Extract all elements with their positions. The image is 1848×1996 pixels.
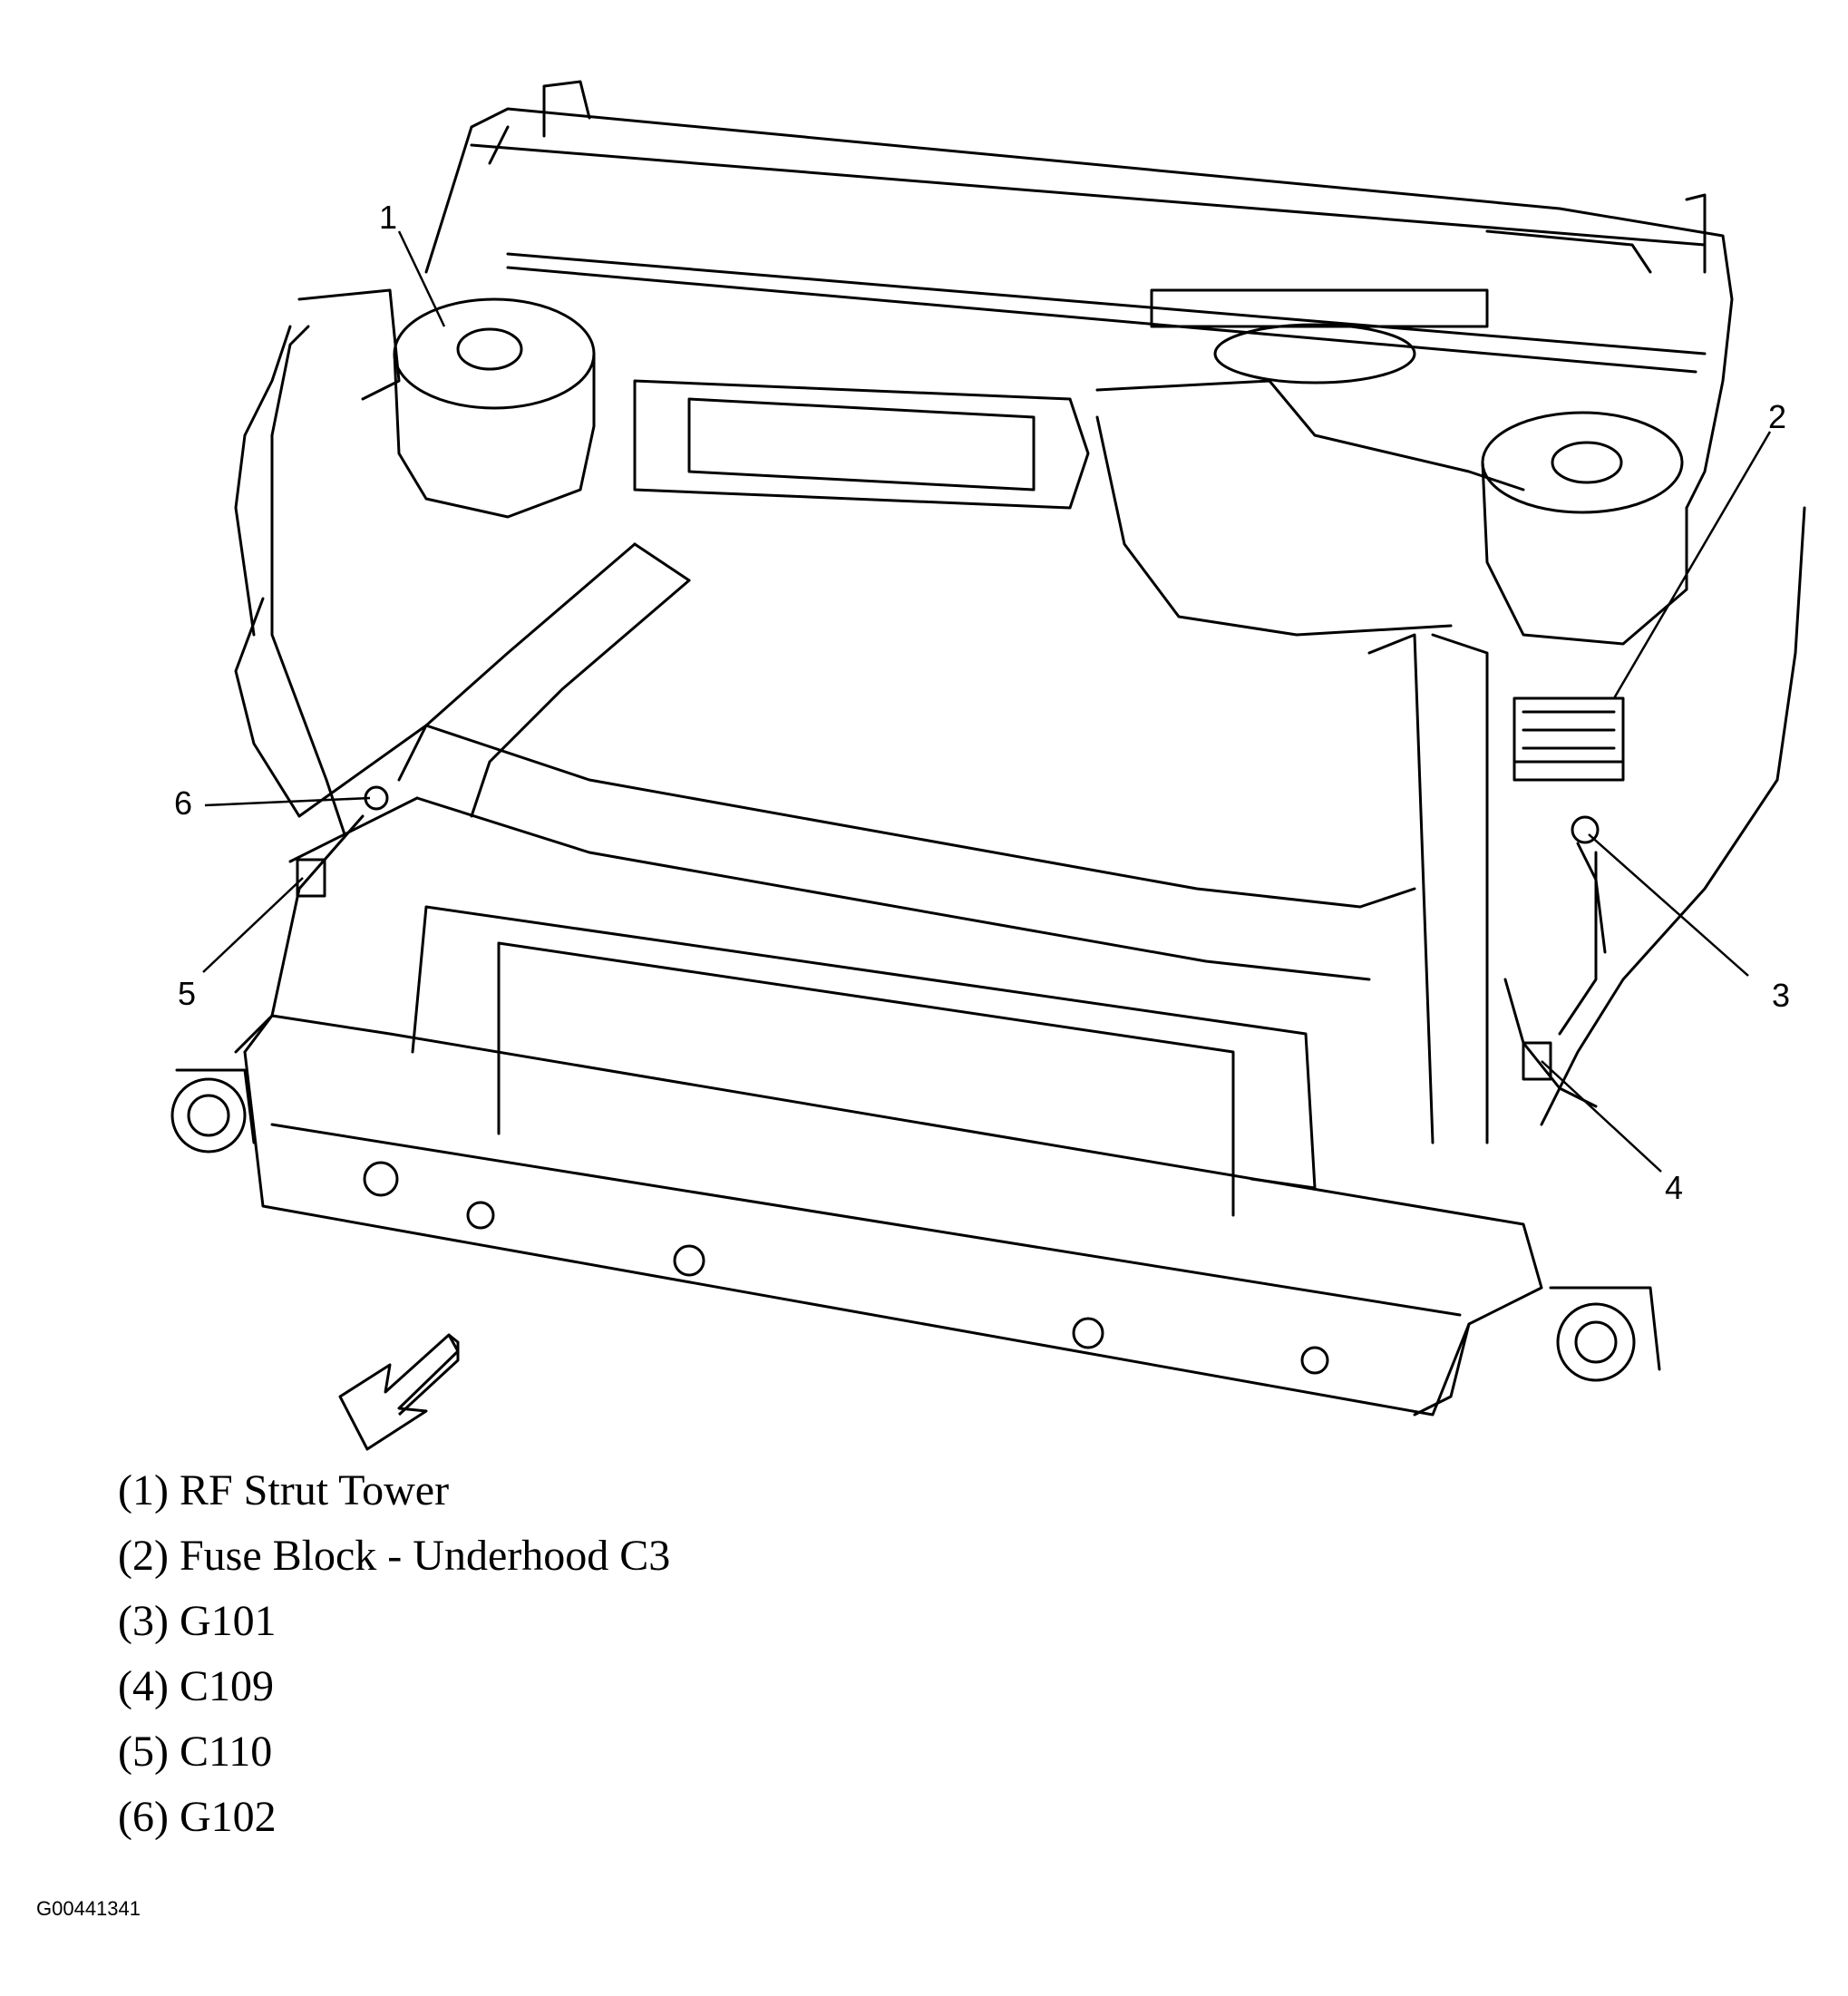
legend-item-4: (4) C109	[118, 1662, 274, 1710]
callout-numbers: 1 2 3 4 5 6	[174, 199, 1790, 1206]
front-direction-arrow-icon	[338, 1333, 460, 1451]
legend-item-1: (1) RF Strut Tower	[118, 1466, 450, 1514]
callout-number-5: 5	[178, 975, 196, 1012]
leader-line-4	[1541, 1060, 1662, 1173]
callout-number-6: 6	[174, 784, 192, 822]
vehicle-front-structure	[170, 80, 1806, 1417]
leader-line-1	[397, 230, 446, 327]
legend-item-5: (5) C110	[118, 1728, 273, 1776]
callout-legend: (1) RF Strut Tower (2) Fuse Block - Unde…	[118, 1458, 670, 1850]
leader-line-2	[1612, 431, 1772, 699]
callout-leader-lines	[202, 230, 1772, 1173]
leader-line-6	[204, 796, 371, 807]
legend-item-6: (6) G102	[118, 1793, 277, 1841]
figure-id: G00441341	[36, 1897, 141, 1920]
callout-number-4: 4	[1665, 1169, 1683, 1206]
leader-line-5	[202, 877, 304, 973]
callout-number-1: 1	[379, 199, 397, 236]
callout-number-2: 2	[1768, 398, 1786, 435]
callout-number-3: 3	[1772, 977, 1790, 1014]
leader-line-3	[1588, 833, 1749, 977]
legend-item-3: (3) G101	[118, 1597, 277, 1645]
legend-item-2: (2) Fuse Block - Underhood C3	[118, 1532, 671, 1580]
